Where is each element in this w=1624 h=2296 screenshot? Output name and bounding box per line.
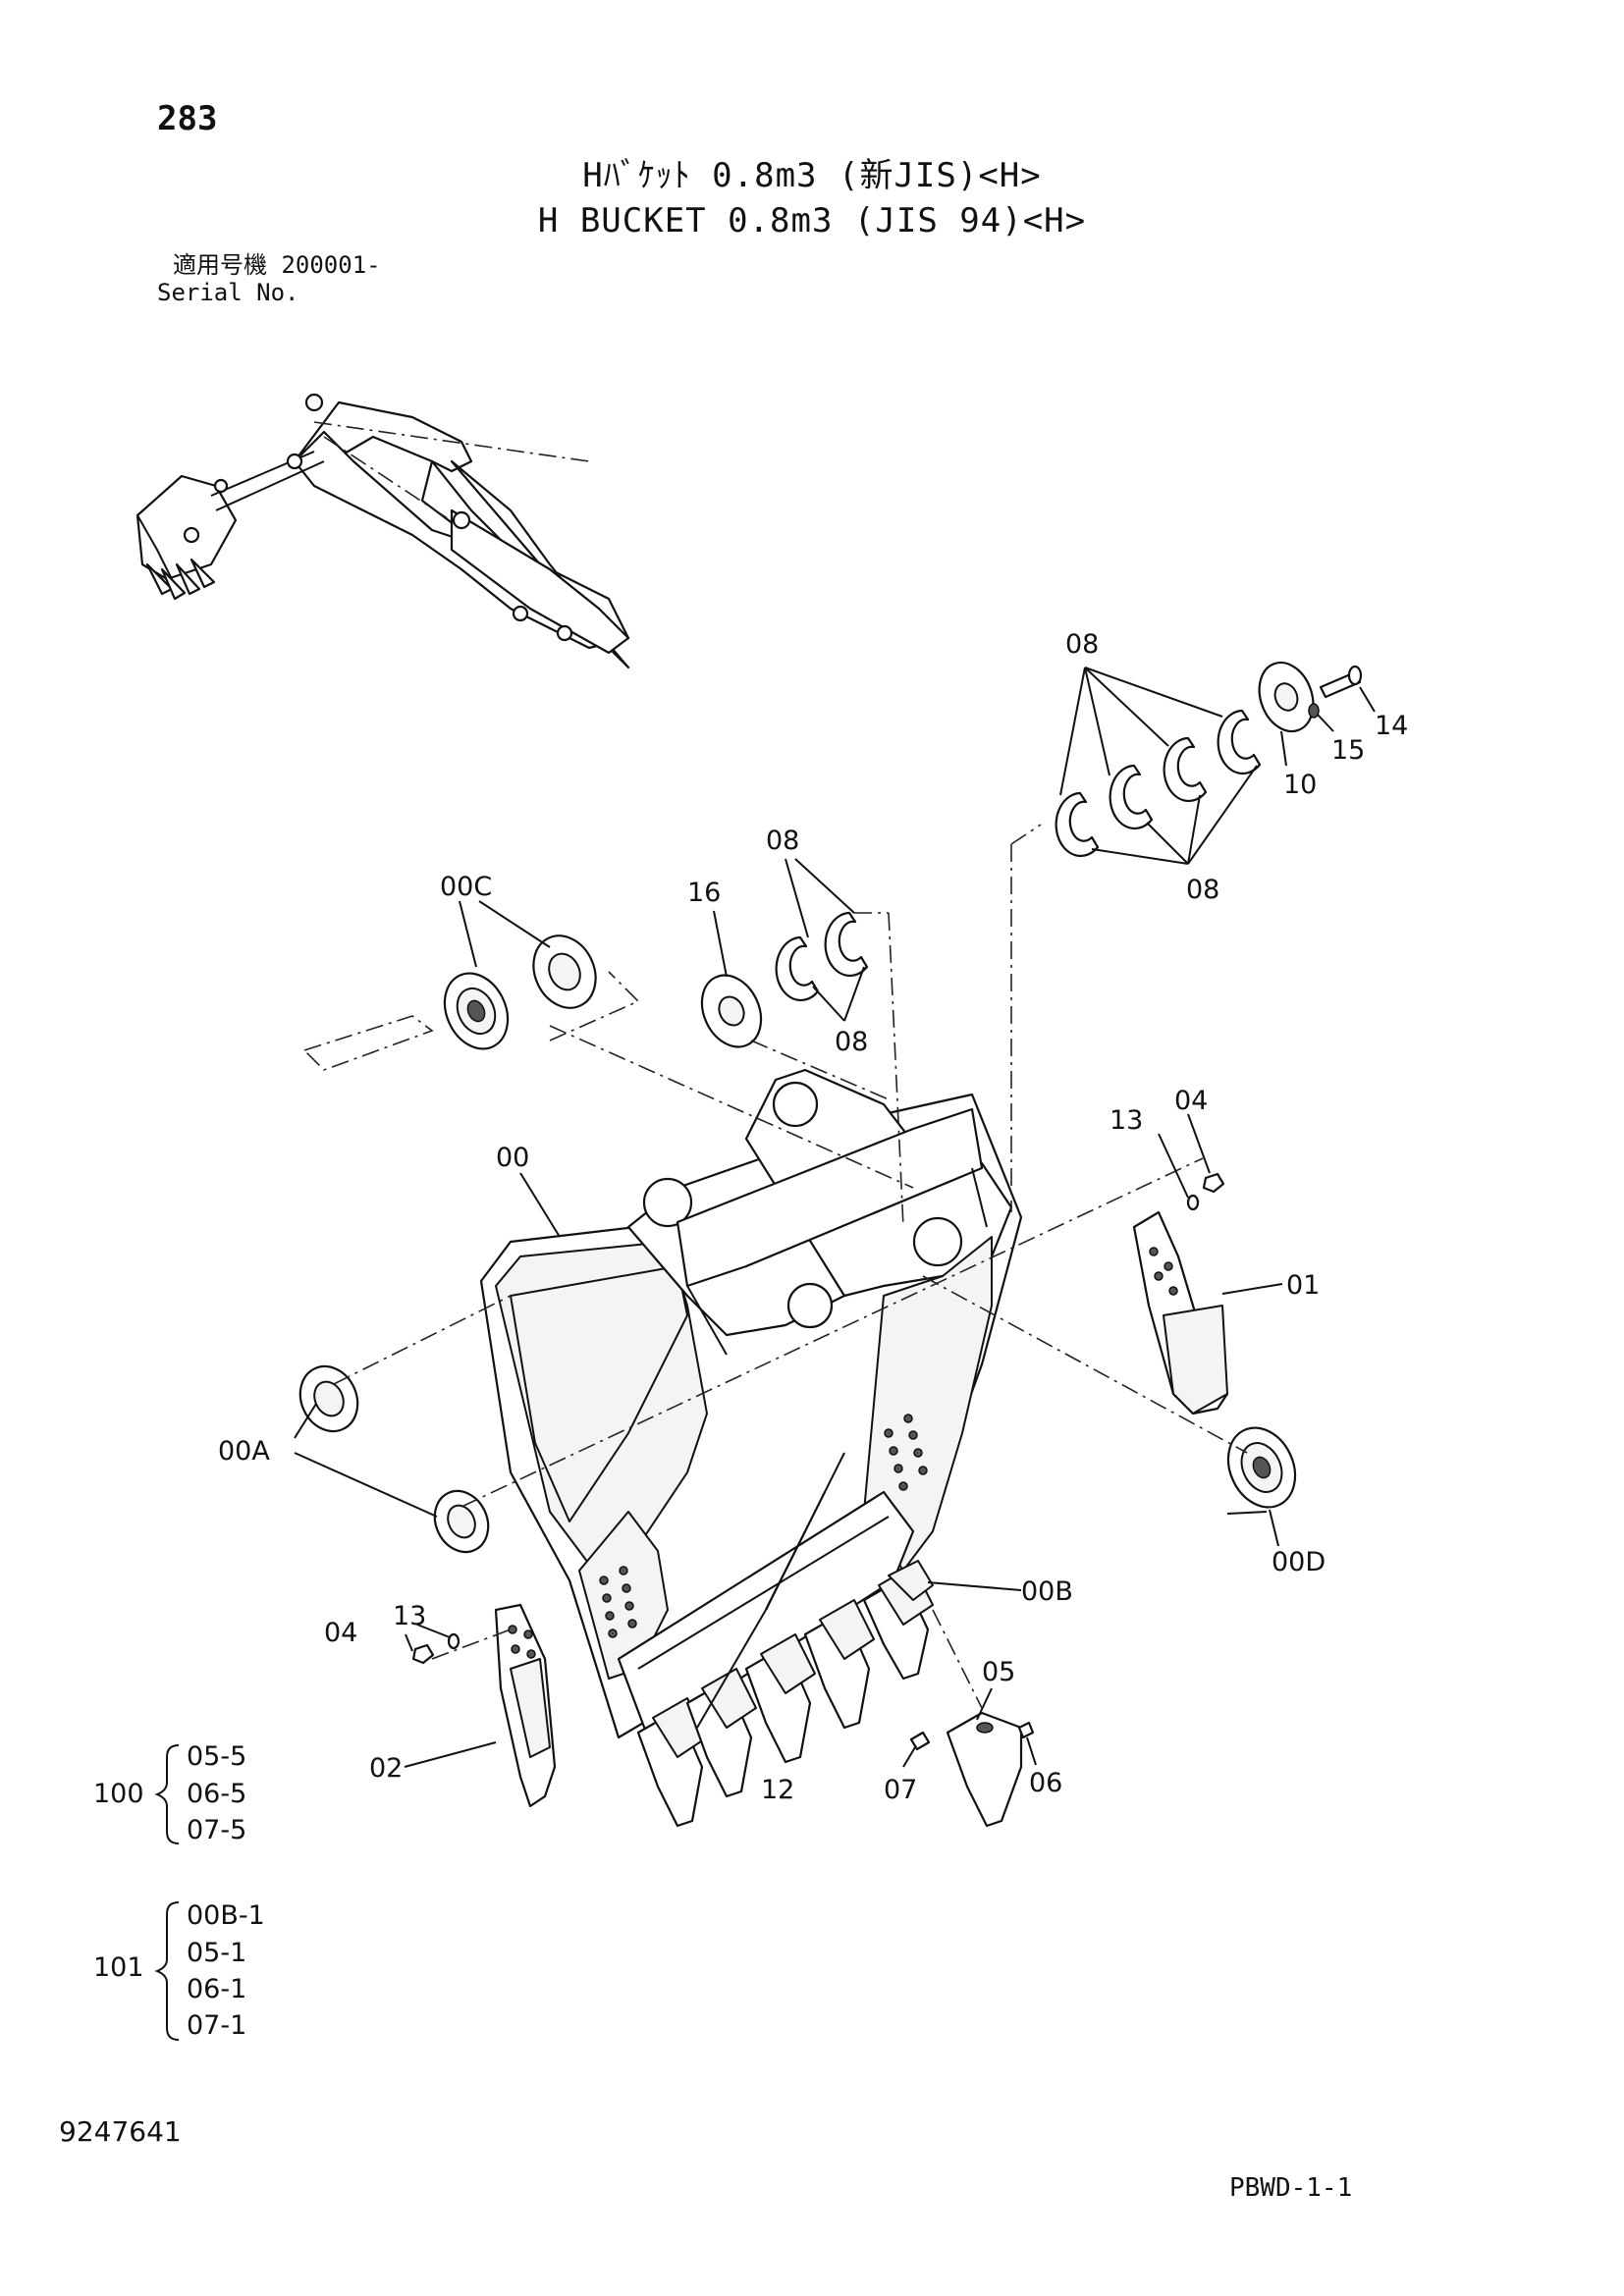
- side-shroud-left: [494, 1603, 557, 1808]
- callout-16: 16: [687, 878, 721, 908]
- shims-08-upper: [1055, 709, 1262, 858]
- kit-101-group: 101 00B-1 05-1 06-1 07-1: [93, 1900, 265, 2041]
- callout-00B: 00B: [1021, 1576, 1073, 1607]
- nut-04-left: [411, 1643, 435, 1665]
- bushing-00A-lower: [433, 1489, 490, 1554]
- callout-05: 05: [982, 1657, 1015, 1687]
- callout-04-left: 04: [324, 1618, 357, 1648]
- callout-06: 06: [1029, 1768, 1062, 1798]
- callout-15: 15: [1331, 735, 1365, 766]
- kit-100-item: 05-5: [187, 1741, 246, 1772]
- kit-101-item: 00B-1: [187, 1900, 265, 1931]
- lock-07: [909, 1731, 931, 1751]
- tooth-point-05: [946, 1711, 1023, 1828]
- bushing-00A-upper: [298, 1364, 359, 1433]
- plate-16: [700, 974, 763, 1048]
- callout-00: 00: [496, 1143, 529, 1173]
- page-code: PBWD-1-1: [1229, 2173, 1353, 2203]
- callout-08-upper-bottom: 08: [1186, 875, 1219, 905]
- callout-10: 10: [1283, 770, 1317, 800]
- bolt-14: [1319, 665, 1363, 699]
- seal-00D: [1226, 1426, 1297, 1509]
- bucket-teeth: [636, 1565, 934, 1828]
- callout-12: 12: [761, 1775, 794, 1805]
- callout-02: 02: [369, 1753, 403, 1784]
- callout-08-lower-bottom: 08: [835, 1027, 868, 1057]
- seal-00C-left: [443, 972, 510, 1050]
- pin-06: [1017, 1721, 1035, 1739]
- title-english: H BUCKET 0.8m3 (JIS 94)<H>: [537, 201, 1087, 240]
- serial-label-japanese: 適用号機 200001-: [173, 251, 381, 279]
- kit-100-group: 100 05-5 06-5 07-5: [93, 1741, 246, 1845]
- callout-07: 07: [884, 1775, 917, 1805]
- callout-08-lower-top: 08: [766, 826, 799, 856]
- callout-13-right: 13: [1110, 1105, 1143, 1136]
- callout-00A: 00A: [218, 1436, 270, 1467]
- callout-14: 14: [1375, 711, 1408, 741]
- kit-101-item: 05-1: [187, 1938, 246, 1968]
- title-japanese: Hﾊﾞｹｯﾄ 0.8m3 (新JIS)<H>: [582, 156, 1042, 195]
- plate-10: [1258, 661, 1315, 733]
- kit-100-item: 07-5: [187, 1815, 246, 1845]
- callout-13-left: 13: [393, 1601, 426, 1631]
- seal-00C-right: [532, 934, 597, 1009]
- serial-label-english: Serial No.: [157, 279, 299, 306]
- leader-lines: [294, 667, 1376, 1768]
- washer-15: [1308, 703, 1320, 719]
- center-lines: [303, 824, 1248, 1709]
- kit-100-label: 100: [93, 1779, 144, 1809]
- callout-labels: 00C 16 08 08 08 08 10 15 14 00 04 13 01 …: [218, 629, 1408, 1805]
- washer-13-left: [447, 1632, 460, 1650]
- washer-13-right: [1186, 1194, 1200, 1211]
- callout-00D: 00D: [1272, 1547, 1326, 1577]
- excavator-attachment-thumbnail: [135, 393, 630, 669]
- shims-08-lower: [775, 911, 869, 1002]
- kit-101-item: 07-1: [187, 2010, 246, 2041]
- kit-101-item: 06-1: [187, 1974, 246, 2004]
- adapter-00B: [888, 1560, 934, 1601]
- callout-01: 01: [1286, 1270, 1320, 1301]
- callout-08-upper-top: 08: [1065, 629, 1099, 660]
- kit-101-label: 101: [93, 1952, 144, 1983]
- nut-04-right: [1202, 1172, 1225, 1194]
- document-number: 9247641: [59, 2115, 182, 2148]
- callout-04-right: 04: [1174, 1086, 1208, 1116]
- page-number: 283: [157, 99, 218, 138]
- bucket-body: [479, 1068, 1023, 1739]
- side-shroud-right: [1132, 1210, 1229, 1415]
- callout-00C: 00C: [440, 872, 492, 902]
- kit-100-item: 06-5: [187, 1779, 246, 1809]
